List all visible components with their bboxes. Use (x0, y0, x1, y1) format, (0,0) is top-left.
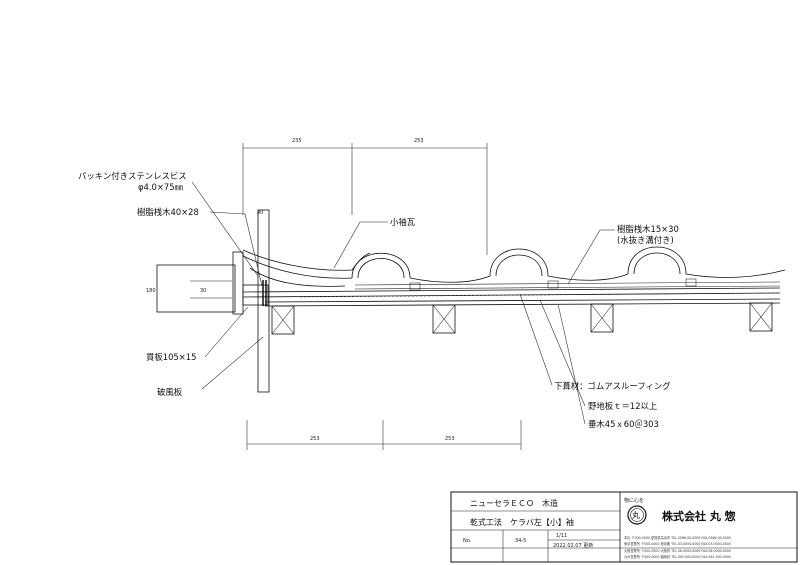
bottom-dimension-line: 253 253 (246, 420, 522, 450)
title-drawing-no: 34-5 (515, 538, 526, 544)
fascia-assembly: 180 30 40 (146, 209, 270, 393)
label-hafu-board: 破風板 (157, 387, 183, 397)
resin-batten-40x28 (242, 284, 269, 306)
rafter (749, 302, 773, 332)
label-resin-batten-15x30-line2: (水抜き溝付き) (617, 235, 674, 245)
label-resin-batten-40x28: 樹脂桟木40×28 (137, 207, 199, 217)
label-resin-batten-15x30-line1: 樹脂桟木15×30 (617, 224, 679, 234)
company-seal-text: 丸 (632, 510, 640, 520)
leader-lines (191, 181, 615, 425)
company-address-3: 大阪営業所 〒000-0000 大阪府 TEL.06-0000-0000 FAX… (624, 548, 731, 553)
rafter (432, 304, 456, 334)
dimension-text-top-right: 253 (414, 138, 424, 144)
tile-roll (489, 248, 549, 277)
fascia-height-dimension: 180 (146, 288, 156, 294)
hafu-board (257, 209, 270, 393)
tile-roll (351, 252, 411, 279)
label-screw-line2: φ4.0×75㎜ (138, 182, 184, 192)
label-nuki-board: 貫板105×15 (146, 352, 196, 362)
company-seal-icon (627, 505, 647, 525)
label-sheathing: 野地板ｔ＝12以上 (588, 401, 657, 411)
rafter (271, 305, 295, 335)
label-underlay: 下葺材：ゴムアスルーフィング (554, 381, 671, 391)
company-name: 株式会社 丸 惣 (662, 509, 736, 523)
tile-roll (627, 246, 687, 275)
label-screw-line1: パッキン付きステンレスビス (78, 171, 187, 181)
top-dimension-line: 235 253 (242, 138, 488, 255)
title-scale: 1/11 (556, 533, 567, 539)
title-date: 2022.02.07 更新 (553, 542, 593, 549)
title-product: ニューセラＥＣＯ 木造 (470, 498, 558, 508)
nuki-board (232, 251, 244, 315)
company-address-2: 東京営業所 〒000-0000 東京都 TEL.03-0000-0000 FAX… (624, 541, 731, 546)
title-block: ニューセラＥＣＯ 木造 乾式工法 ケラバ左【小】袖 No. 34-5 1/11 … (450, 491, 798, 563)
title-method: 乾式工法 ケラバ左【小】袖 (470, 517, 574, 527)
dimension-text-bottom-right: 253 (445, 436, 455, 442)
label-rafter: 垂木45ｘ60＠303 (588, 419, 659, 429)
roof-deck (242, 287, 781, 307)
dimension-text-bottom-left: 253 (310, 436, 320, 442)
dimension-text-top-left: 235 (292, 138, 302, 144)
rafters (271, 302, 773, 335)
company-slogan: 物に心を (624, 497, 644, 504)
label-kosode-tile: 小袖瓦 (390, 217, 416, 227)
company-address-1: 本社 〒000-0000 愛知県高浜市 TEL.0566-00-0000 FAX… (624, 535, 731, 540)
rafter (590, 303, 614, 333)
title-drawing-no-label: No. (463, 538, 472, 544)
board-width-dimension: 40 (257, 210, 263, 216)
company-address-4: 九州営業所 〒000-0000 福岡県 TEL.092-000-0000 FAX… (624, 554, 731, 559)
roof-tiles (242, 246, 786, 291)
kosode-tile (242, 249, 371, 271)
batten-height-dimension: 30 (200, 288, 206, 294)
